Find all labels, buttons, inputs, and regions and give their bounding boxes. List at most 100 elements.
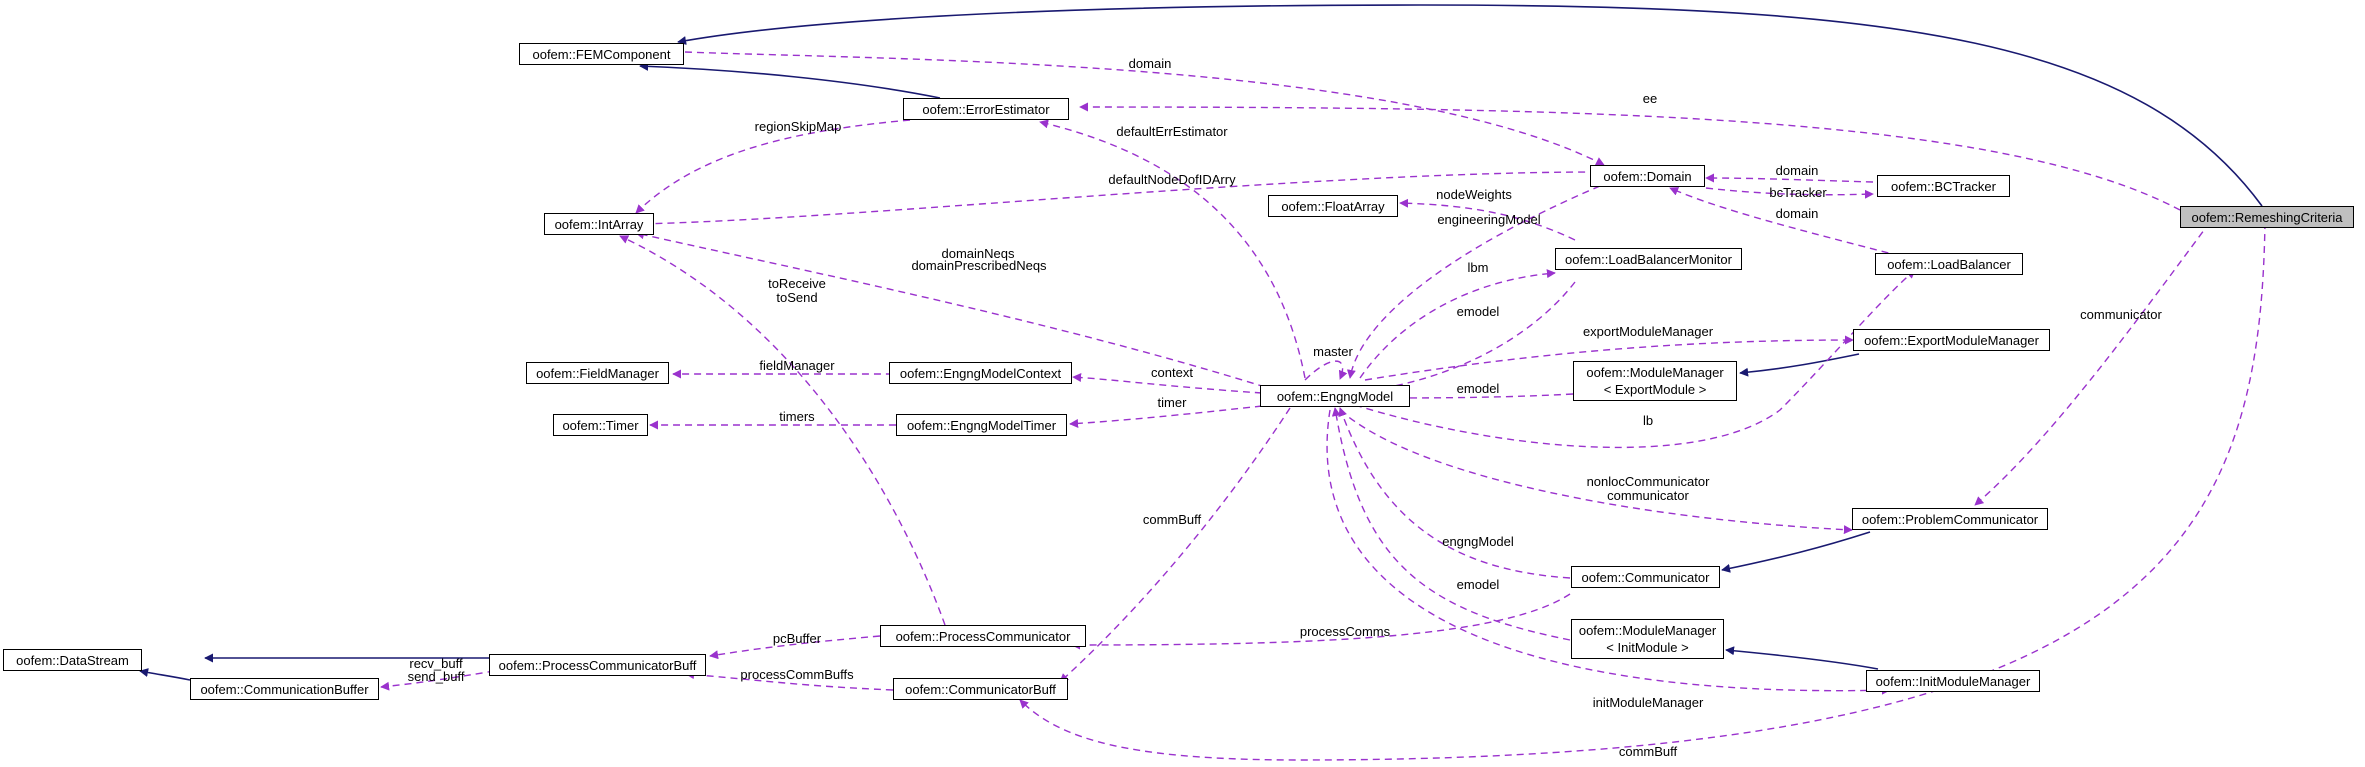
label-engineering-model: engineeringModel — [1437, 212, 1540, 227]
node-label: oofem::ExportModuleManager — [1864, 332, 2039, 348]
node-process-communicator-buff[interactable]: oofem::ProcessCommunicatorBuff — [489, 654, 706, 676]
label-to-receive: toReceive — [768, 276, 826, 291]
node-export-module-manager[interactable]: oofem::ExportModuleManager — [1853, 329, 2050, 351]
node-module-manager-init[interactable]: oofem::ModuleManager< InitModule > — [1571, 619, 1724, 659]
edge-domain-default-node-dof-id-array — [635, 171, 1598, 229]
node-remeshing-criteria[interactable]: oofem::RemeshingCriteria — [2180, 206, 2354, 228]
label-domain: domain — [1129, 56, 1172, 71]
edge-domain-engineering-model — [1346, 185, 1601, 379]
label-field-manager: fieldManager — [759, 358, 835, 373]
edge-export-module-manager-inherits-module-manager — [1739, 353, 1860, 377]
node-label: oofem::Communicator — [1581, 569, 1710, 585]
label-default-err-estimator: defaultErrEstimator — [1116, 124, 1228, 139]
label-lb: lb — [1643, 413, 1653, 428]
node-engng-model-context[interactable]: oofem::EngngModelContext — [889, 362, 1072, 384]
node-label: oofem::ErrorEstimator — [922, 101, 1050, 117]
edge-engng-model-nonloc-communicator — [1339, 409, 1853, 535]
node-label: oofem::FieldManager — [536, 365, 659, 381]
node-label: oofem::ModuleManager — [1586, 365, 1724, 380]
edge-communication-buffer-inherits-data-stream — [139, 668, 191, 681]
node-float-array[interactable]: oofem::FloatArray — [1268, 195, 1398, 217]
node-load-balancer[interactable]: oofem::LoadBalancer — [1875, 253, 2023, 275]
edge-remeshing-criteria-communicator — [1974, 221, 2211, 506]
label-pc-buffer: pcBuffer — [773, 631, 822, 646]
edge-module-manager-init-emodel — [1331, 407, 1571, 641]
label-process-comm-buffs: processCommBuffs — [740, 667, 854, 682]
edge-process-communicator-to-receive — [619, 235, 946, 626]
node-fem-component[interactable]: oofem::FEMComponent — [519, 43, 684, 65]
edge-engng-model-export-module-manager — [1364, 335, 1854, 381]
edge-engng-model-context — [1072, 373, 1263, 394]
node-domain[interactable]: oofem::Domain — [1590, 165, 1705, 187]
node-init-module-manager[interactable]: oofem::InitModuleManager — [1866, 670, 2040, 692]
label-context: context — [1151, 365, 1193, 380]
edge-process-communicator-pc-buffer — [709, 635, 881, 660]
label-ee: ee — [1643, 91, 1657, 106]
node-int-array[interactable]: oofem::IntArray — [544, 213, 654, 235]
edge-remeshing-criteria-inherits-fem-component — [677, 4, 2263, 207]
node-label: oofem::ModuleManager — [1578, 623, 1717, 638]
label-emodel-lbm: emodel — [1457, 304, 1500, 319]
node-load-balancer-monitor[interactable]: oofem::LoadBalancerMonitor — [1555, 248, 1742, 270]
edge-communicator-process-comms — [1071, 593, 1571, 650]
node-label: oofem::CommunicatorBuff — [905, 681, 1056, 697]
node-timer[interactable]: oofem::Timer — [553, 414, 648, 436]
label-region-skip-map: regionSkipMap — [755, 119, 842, 134]
edge-load-balancer-monitor-node-weights — [1399, 198, 1576, 241]
node-problem-communicator[interactable]: oofem::ProblemCommunicator — [1852, 508, 2048, 530]
node-engng-model[interactable]: oofem::EngngModel — [1260, 385, 1410, 407]
node-label: oofem::InitModuleManager — [1875, 673, 2031, 689]
node-label: oofem::LoadBalancer — [1887, 256, 2011, 272]
label-domain-prescribed-neqs: domainPrescribedNeqs — [911, 258, 1047, 273]
node-label: oofem::DataStream — [16, 652, 129, 668]
edge-process-communicator-buff-recv-buff — [380, 664, 531, 691]
node-label: oofem::Timer — [562, 417, 639, 433]
label-master: master — [1313, 344, 1353, 359]
node-label: oofem::LoadBalancerMonitor — [1565, 251, 1732, 267]
node-communicator[interactable]: oofem::Communicator — [1571, 566, 1720, 588]
edge-init-module-manager-inherits-module-manager — [1725, 646, 1879, 670]
node-process-communicator[interactable]: oofem::ProcessCommunicator — [880, 625, 1086, 647]
node-communicator-buff[interactable]: oofem::CommunicatorBuff — [893, 678, 1068, 700]
edge-remeshing-criteria-comm-buff — [1019, 221, 2266, 761]
edge-engng-model-comm-buff — [1059, 407, 1291, 683]
label-send-buff: send_buff — [408, 669, 465, 684]
label-bc-domain: domain — [1776, 163, 1819, 178]
edge-engng-model-default-err-estimator — [1039, 119, 1306, 379]
label-init-module-manager: initModuleManager — [1593, 695, 1704, 710]
node-bc-tracker[interactable]: oofem::BCTracker — [1877, 175, 2010, 197]
node-label: oofem::EngngModelContext — [899, 365, 1062, 381]
node-label: oofem::ProblemCommunicator — [1861, 511, 2039, 527]
edge-engng-model-master — [1304, 360, 1348, 381]
node-module-manager-export[interactable]: oofem::ModuleManager< ExportModule > — [1573, 361, 1737, 401]
label-lbm: lbm — [1468, 260, 1489, 275]
node-label: oofem::ProcessCommunicatorBuff — [498, 657, 697, 673]
node-label: oofem::FloatArray — [1281, 198, 1385, 214]
edge-domain-bc-tracker — [1705, 187, 1874, 199]
node-label-template: < ExportModule > — [1603, 382, 1707, 397]
edge-engng-model-domain-neqs — [635, 230, 1266, 388]
node-communication-buffer[interactable]: oofem::CommunicationBuffer — [190, 678, 379, 700]
label-emodel-init: emodel — [1457, 577, 1500, 592]
node-engng-model-timer[interactable]: oofem::EngngModelTimer — [896, 414, 1067, 436]
edge-bc-tracker-domain — [1705, 173, 1874, 183]
label-timers: timers — [779, 409, 815, 424]
edge-error-estimator-region-skip-map — [635, 119, 911, 214]
label-node-weights: nodeWeights — [1436, 187, 1512, 202]
label-communicator-rc: communicator — [2080, 307, 2162, 322]
label-domain-neqs: domainNeqs — [942, 246, 1015, 261]
label-export-module-manager: exportModuleManager — [1583, 324, 1714, 339]
node-data-stream[interactable]: oofem::DataStream — [3, 649, 142, 671]
edge-error-estimator-inherits-fem-component — [639, 61, 941, 99]
node-label: oofem::EngngModelTimer — [906, 417, 1057, 433]
label-emodel-mm: emodel — [1457, 381, 1500, 396]
edge-engng-model-lb — [1354, 269, 1916, 449]
node-error-estimator[interactable]: oofem::ErrorEstimator — [903, 98, 1069, 120]
node-field-manager[interactable]: oofem::FieldManager — [526, 362, 669, 384]
label-recv-buff: recv_buff — [409, 656, 463, 671]
edge-load-balancer-monitor-emodel — [1364, 281, 1576, 395]
node-label: oofem::RemeshingCriteria — [2191, 209, 2343, 225]
label-to-send: toSend — [776, 290, 817, 305]
